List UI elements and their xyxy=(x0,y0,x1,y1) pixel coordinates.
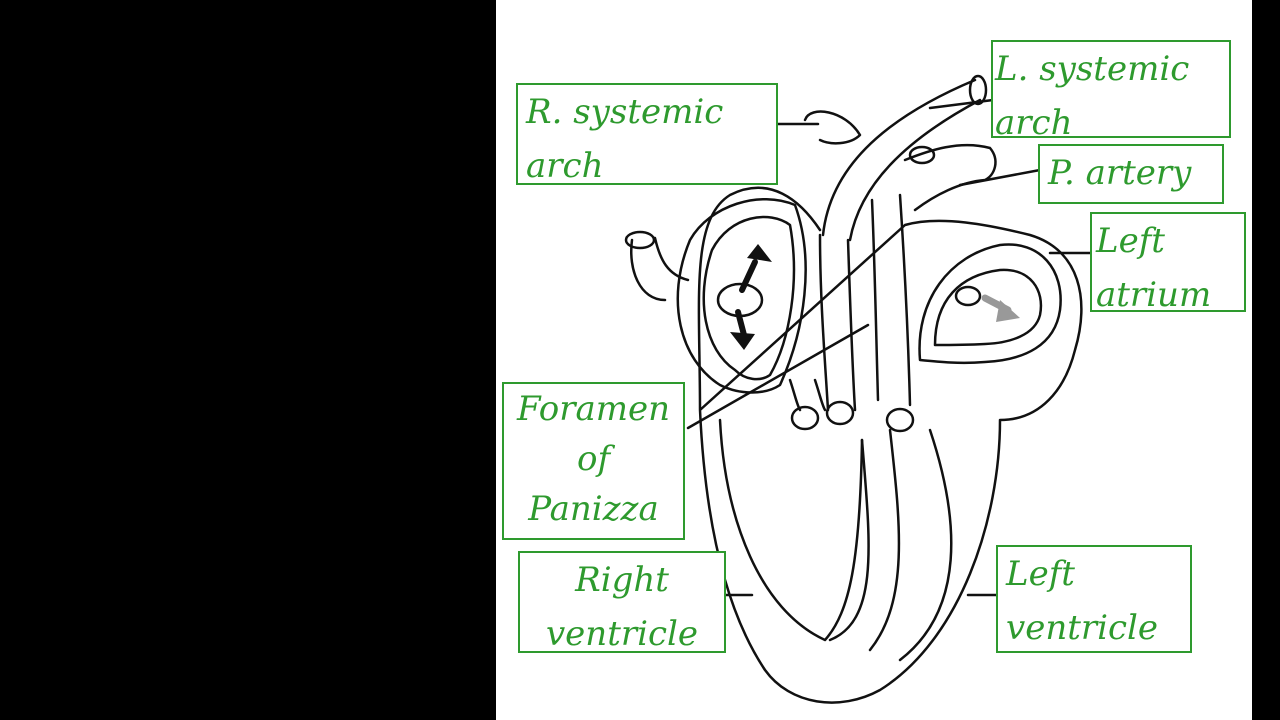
heart-outline xyxy=(697,186,1083,704)
left-atrium-inner xyxy=(933,268,1043,347)
inner-vessel-c xyxy=(788,378,827,412)
right-border xyxy=(1252,0,1280,720)
left-atrium xyxy=(918,243,1062,365)
inner-vessel-b xyxy=(898,193,912,407)
opening-1 xyxy=(790,405,820,431)
inner-vessel-a xyxy=(870,198,880,402)
r-arch-stub xyxy=(803,110,862,145)
atrium-loop xyxy=(716,282,764,318)
label-left-ventricle: Left ventricle xyxy=(996,545,1192,653)
grey-arrow-head-icon xyxy=(996,300,1020,322)
arrow-down-head-icon xyxy=(730,332,755,350)
sinus-opening xyxy=(954,285,982,307)
opening-2 xyxy=(825,400,855,426)
label-right-ventricle: Right ventricle xyxy=(518,551,726,653)
conus-mid xyxy=(846,238,857,412)
label-foramen-of-panizza: Foramen of Panizza xyxy=(502,382,685,540)
conus-left xyxy=(818,233,830,412)
label-l-systemic-arch: L. systemic arch xyxy=(991,40,1231,138)
ventricle-inner xyxy=(718,418,864,642)
systemic-arch-left xyxy=(821,78,977,237)
l-systemic-opening xyxy=(968,74,988,106)
p-artery-opening xyxy=(908,145,936,165)
leader-l-systemic xyxy=(928,98,995,110)
right-atrium-inner xyxy=(702,215,796,381)
systemic-arch-right xyxy=(848,98,982,242)
left-ventricle-inner xyxy=(868,428,953,662)
vena-cava xyxy=(630,236,690,302)
arrow-up-head-icon xyxy=(747,244,772,262)
p-artery-vessel xyxy=(903,143,997,212)
label-left-atrium: Left atrium xyxy=(1090,212,1246,312)
opening-3 xyxy=(885,407,915,433)
right-atrium xyxy=(676,197,807,394)
label-r-systemic-arch: R. systemic arch xyxy=(516,83,778,185)
leader-foramen xyxy=(686,323,870,430)
septum xyxy=(828,438,870,642)
leader-p-artery xyxy=(958,168,1042,187)
label-p-artery: P. artery xyxy=(1038,144,1224,204)
vena-cava-opening xyxy=(624,230,656,250)
